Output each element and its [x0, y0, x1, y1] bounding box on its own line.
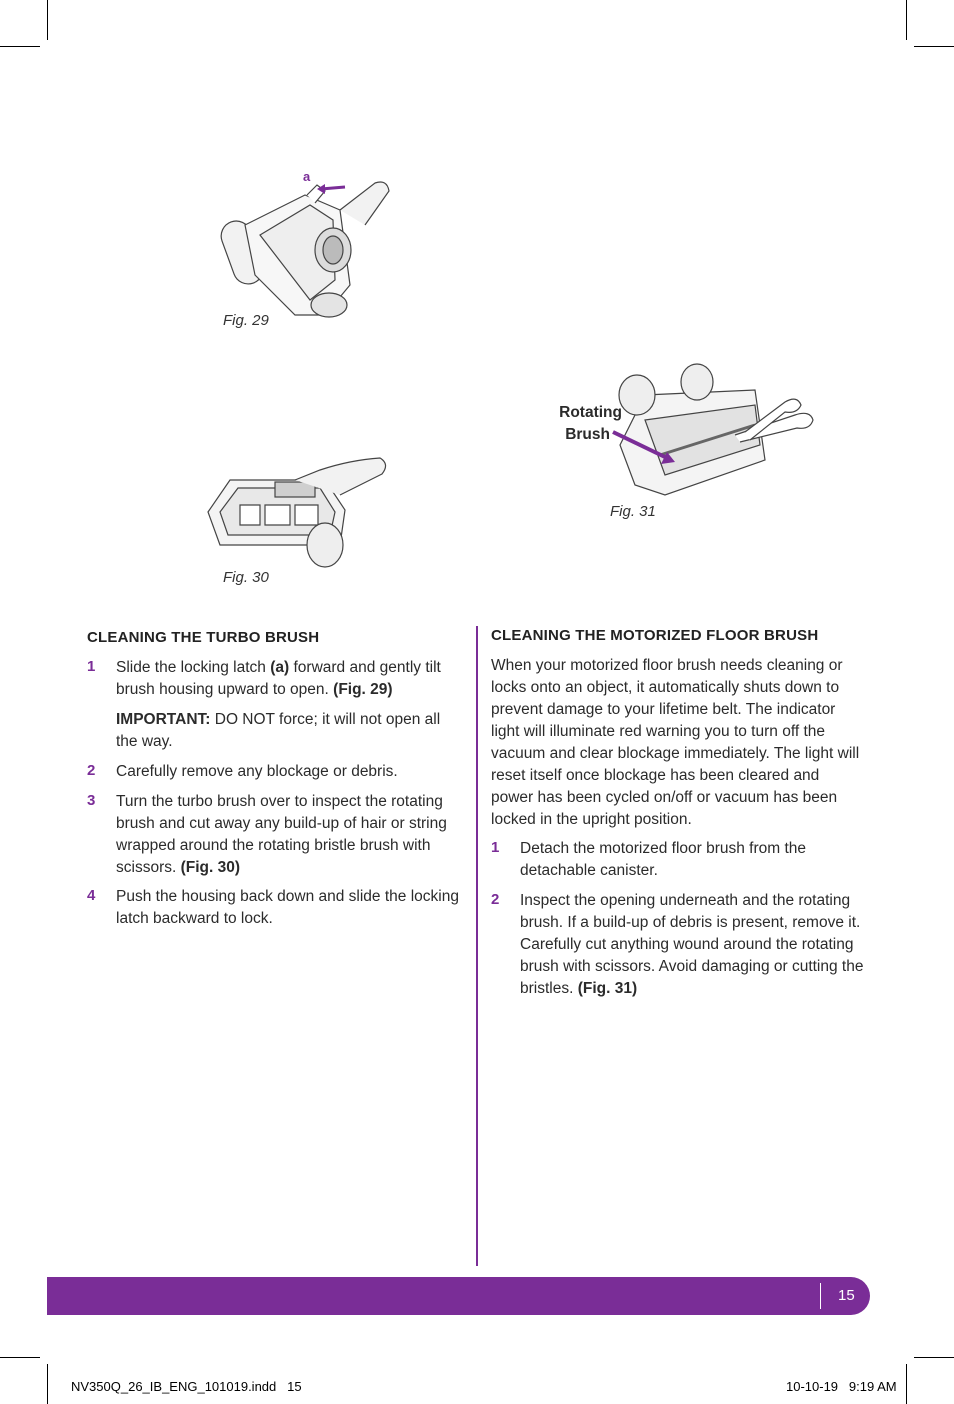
- page-number: 15: [838, 1287, 855, 1304]
- slug-timestamp: 10-10-19 9:19 AM: [786, 1379, 897, 1394]
- crop-mark: [47, 1364, 48, 1404]
- rotating-brush-label: Rotating Brush: [548, 402, 622, 446]
- callout-a-label: a: [303, 169, 311, 184]
- turbo-step-2: Carefully remove any blockage or debris.: [116, 763, 398, 780]
- step-number: 2: [491, 891, 500, 908]
- fig-ref: (Fig. 30): [180, 859, 241, 876]
- important-note: IMPORTANT: DO NOT force; it will not ope…: [116, 709, 461, 753]
- crop-mark: [0, 46, 40, 47]
- rotating-brush-label-line1: Rotating: [559, 404, 622, 421]
- turbo-step-4: Push the housing back down and slide the…: [116, 888, 459, 927]
- turbo-step-3: Turn the turbo brush over to inspect the…: [116, 791, 461, 879]
- crop-mark: [906, 0, 907, 40]
- step-number: 1: [491, 839, 500, 856]
- fig-ref: (Fig. 29): [333, 681, 393, 698]
- crop-mark: [914, 46, 954, 47]
- crop-mark: [914, 1357, 954, 1358]
- turbo-brush-heading: CLEANING THE TURBO BRUSH: [87, 629, 320, 646]
- crop-mark: [47, 0, 48, 40]
- motorized-step-2: Inspect the opening underneath and the r…: [520, 890, 865, 1000]
- footer-separator: [820, 1283, 821, 1309]
- motorized-brush-heading: CLEANING THE MOTORIZED FLOOR BRUSH: [491, 627, 819, 644]
- important-label: IMPORTANT:: [116, 711, 211, 728]
- crop-mark: [906, 1364, 907, 1404]
- step-number: 4: [87, 887, 96, 904]
- turbo-step-1: Slide the locking latch (a) forward and …: [116, 657, 461, 701]
- column-divider: [476, 626, 478, 1266]
- turbo-brush-underside-illustration: [207, 457, 387, 568]
- turbo-brush-open-illustration: [220, 181, 390, 318]
- step-text: forward and gently tilt brush housing up…: [116, 659, 441, 698]
- crop-mark: [0, 1357, 40, 1358]
- fig-ref: (Fig. 31): [577, 980, 638, 997]
- step-text: Slide the locking latch: [116, 659, 271, 676]
- fig-29-caption: Fig. 29: [223, 312, 269, 329]
- footer-bar: [47, 1277, 870, 1315]
- rotating-brush-label-line2: Brush: [565, 426, 610, 443]
- step-text: Inspect the opening underneath and the r…: [520, 892, 864, 997]
- slug-file-info: NV350Q_26_IB_ENG_101019.indd 15: [71, 1379, 302, 1394]
- step-text: Turn the turbo brush over to inspect the…: [116, 793, 447, 876]
- step-number: 2: [87, 762, 96, 779]
- step-number: 1: [87, 658, 96, 675]
- motorized-floor-brush-illustration: [612, 363, 814, 496]
- motorized-step-1: Detach the motorized floor brush from th…: [520, 840, 807, 879]
- latch-ref: (a): [270, 659, 290, 676]
- fig-31-caption: Fig. 31: [610, 503, 656, 520]
- important-text: DO NOT force; it will not open all the w…: [116, 711, 441, 750]
- step-number: 3: [87, 792, 96, 809]
- fig-30-caption: Fig. 30: [223, 569, 269, 586]
- motorized-intro: When your motorized floor brush needs cl…: [491, 657, 860, 828]
